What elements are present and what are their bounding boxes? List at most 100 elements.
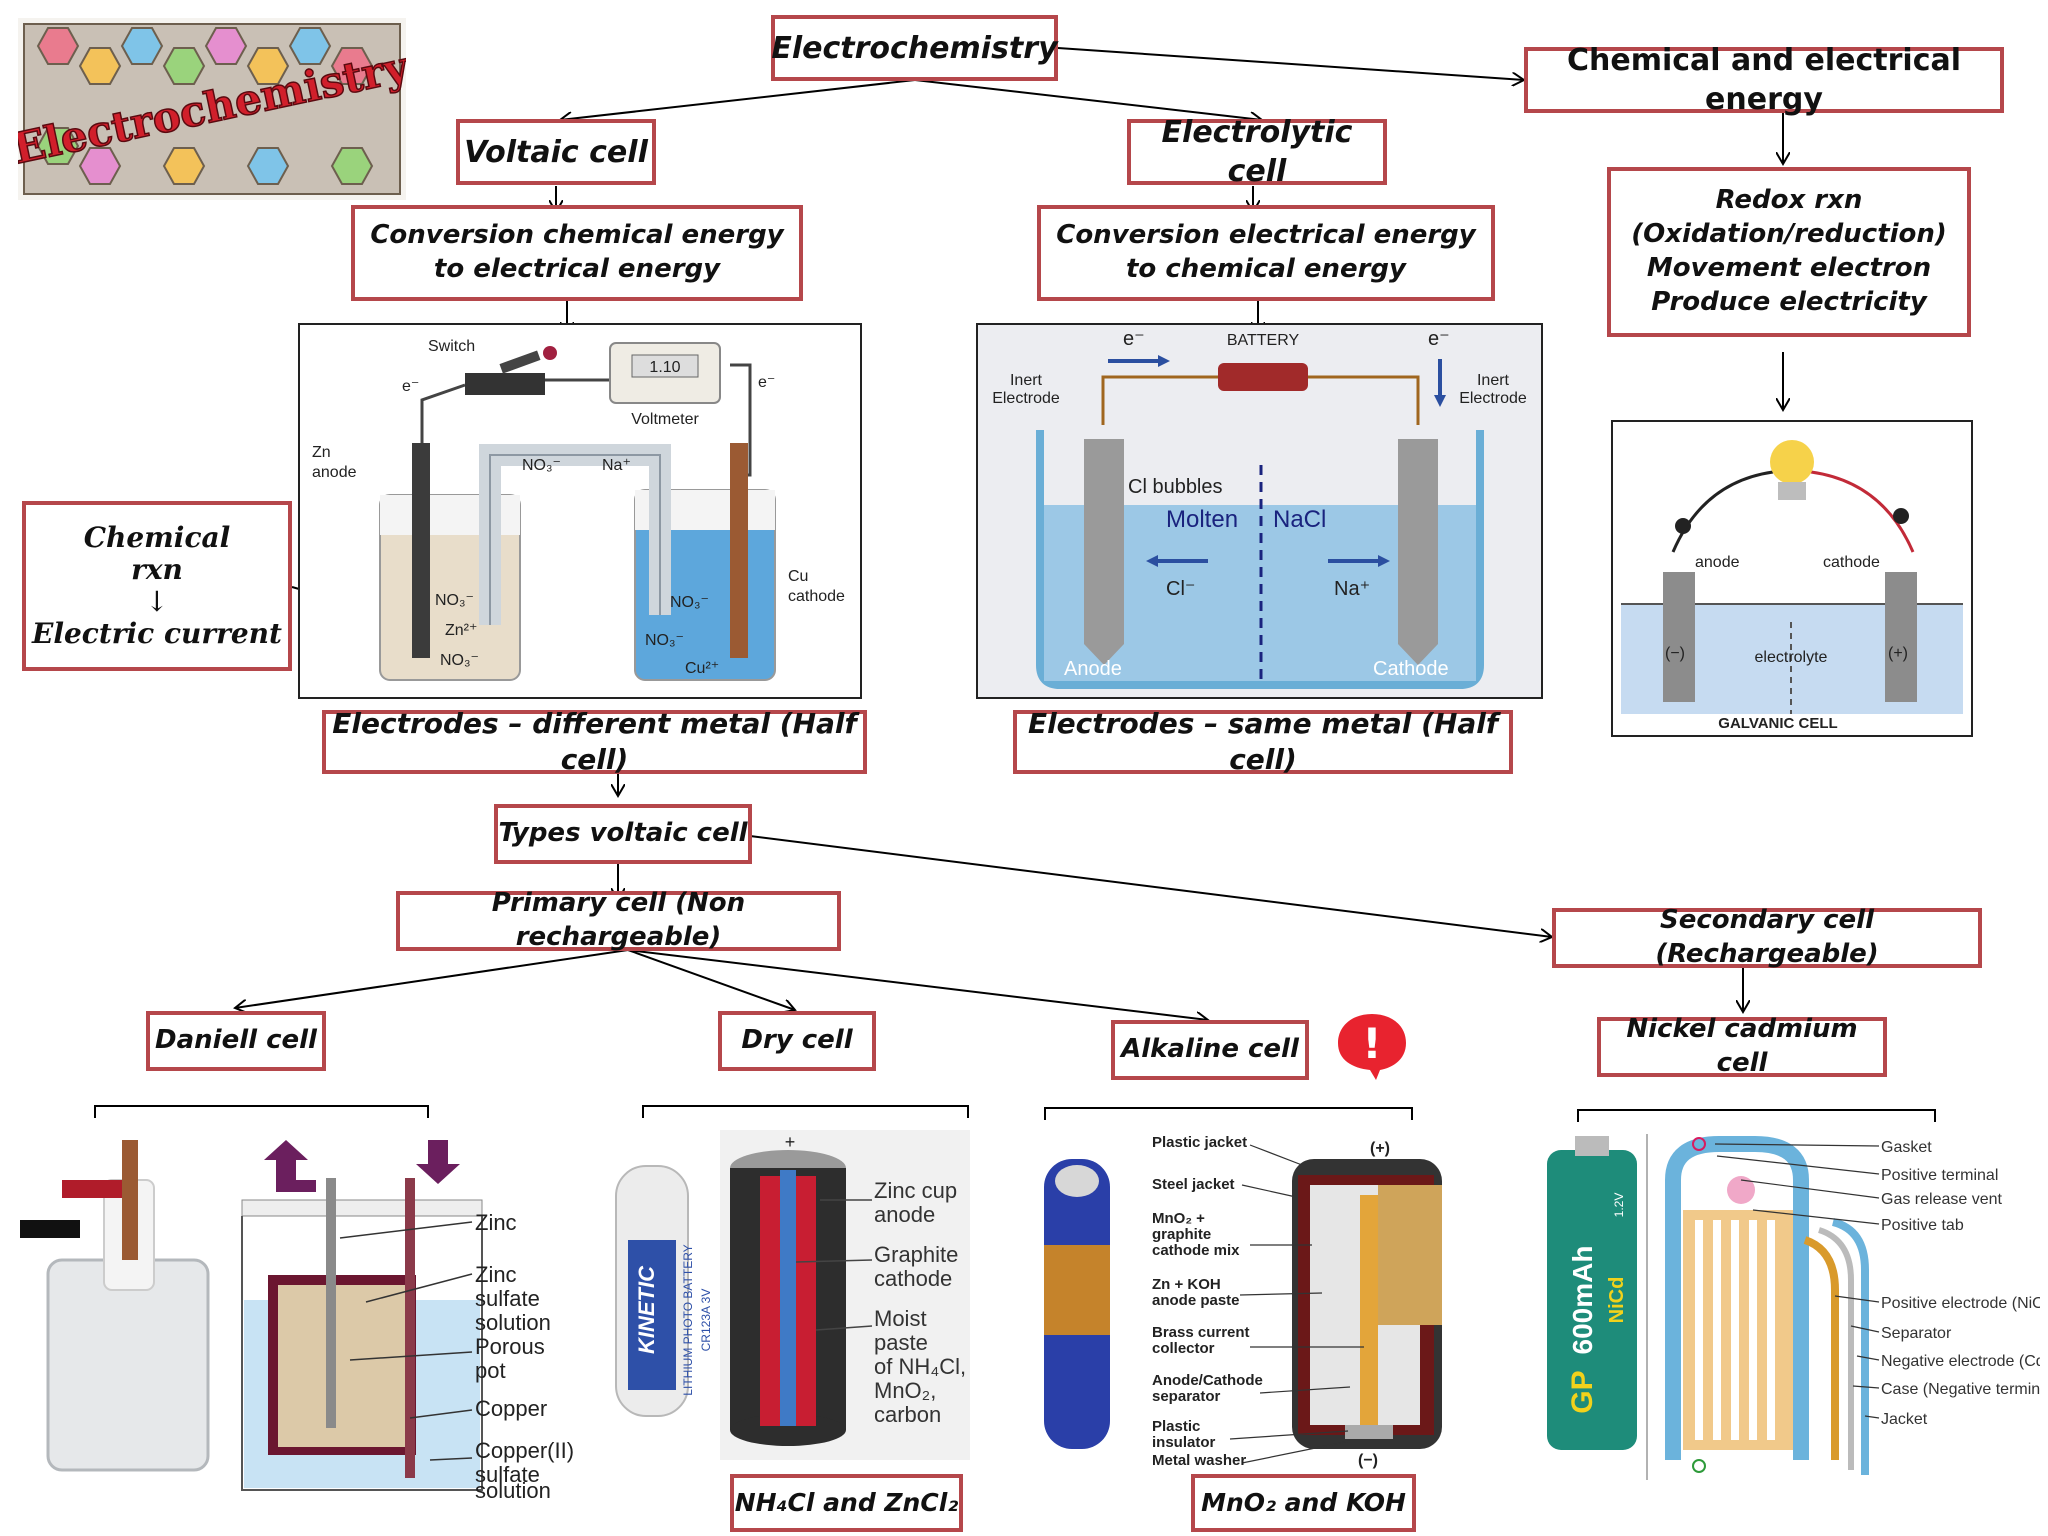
zn-anode-label: anode [312,464,357,481]
alkaline-label-2: Steel jacket [1152,1176,1235,1193]
redox-box: Redox rxn (Oxidation/reduction) Movement… [1607,167,1971,337]
dry-label-2: anode [874,1202,935,1227]
dry-label-1: Zinc cup [874,1178,957,1203]
inert-left-1: Inert [1010,372,1043,389]
arrow-title-to-voltaic [560,79,916,120]
title-text: Electrochemistry [771,30,1058,66]
voltaic-electrodes-text: Electrodes – different metal (Half cell) [332,706,857,776]
chemical-rxn-line3: Electric current [32,617,282,651]
inert-right-2: Electrode [1459,390,1527,407]
nicd-cell-title: Nickel cadmium cell [1626,1014,1858,1078]
alkaline-label-8: Brass current [1152,1324,1250,1341]
anode-label: Anode [1064,658,1122,680]
primary-cell-text: Primary cell (Non rechargeable) [491,888,746,952]
galvanic-pos: (+) [1888,645,1908,662]
nicd-label-6: Separator [1881,1325,1952,1342]
chemical-rxn-line1: Chemical [83,520,231,554]
daniell-label-3: sulfate [475,1286,540,1311]
bridge-no3: NO₃⁻ [522,457,561,474]
daniell-label-2: Zinc [475,1262,517,1287]
dry-footer-text: NH₄Cl and ZnCl₂ [734,1487,959,1517]
molten-label: Molten [1166,506,1238,533]
dry-label-4: cathode [874,1266,952,1291]
electron-left: e⁻ [402,378,419,395]
voltaic-electrodes-box: Electrodes – different metal (Half cell) [322,707,867,776]
nicd-label-3: Gas release vent [1881,1191,2003,1208]
dry-plus: + [785,1132,796,1152]
electrolytic-cell-box: Electrolytic cell [1127,115,1387,189]
cathode-label: Cathode [1373,658,1449,680]
electrolytic-conversion-text: Conversion electrical energy to chemical… [1056,220,1476,284]
dry-label-3: Graphite [874,1242,958,1267]
chemical-rxn-box: Chemical rxn ↓ Electric current [22,501,292,671]
electrochemistry-logo: Electrochemistry [18,18,406,200]
zn-label: Zn [312,444,331,461]
switch-icon [465,373,545,395]
arrow-primary-to-daniell [235,949,629,1008]
chemical-rxn-line2: rxn [131,552,183,586]
voltaic-conversion-box: Conversion chemical energy to electrical… [351,205,803,301]
nicd-label-5: Positive electrode (NiOOH) [1881,1295,2040,1312]
alkaline-label-7: anode paste [1152,1292,1240,1309]
right-no3-a: NO₃⁻ [670,594,709,611]
secondary-cell-box: Secondary cell (Rechargeable) [1552,905,1982,969]
bracket-daniell [94,1105,429,1118]
alkaline-plus: (+) [1370,1140,1390,1157]
dry-footer-box: NH₄Cl and ZnCl₂ [730,1474,963,1532]
alkaline-label-11: separator [1152,1388,1221,1405]
dry-label-7: of NH₄Cl, [874,1354,966,1379]
alkaline-label-13: insulator [1152,1434,1216,1451]
electron-right-label: e⁻ [1428,328,1450,350]
dry-cell-title: Dry cell [741,1025,853,1056]
daniell-illustration: Zinc Zinc sulfate solution Porous pot Co… [10,1140,590,1503]
dry-label-5: Moist [874,1306,927,1331]
dry-battery-sub: LITHIUM PHOTO BATTERY [681,1244,695,1395]
left-zn-ion: Zn²⁺ [445,622,477,639]
nicd-label-2: Positive terminal [1881,1167,1998,1184]
alkaline-label-9: collector [1152,1340,1215,1357]
galvanic-electrolyte: electrolyte [1755,649,1828,666]
daniell-label-7: Copper [475,1396,547,1421]
chemical-electrical-energy-box: Chemical and electrical energy [1524,43,2004,117]
dry-battery-brand: KINETIC [634,1265,659,1354]
nicd-cell-box: Nickel cadmium cell [1597,1014,1887,1078]
types-voltaic-text: Types voltaic cell [498,818,748,849]
battery-label: BATTERY [1227,332,1300,349]
left-no3-b: NO₃⁻ [440,652,479,669]
daniell-label-9: sulfate [475,1462,540,1487]
dry-cell-illustration: KINETIC LITHIUM PHOTO BATTERY CR123A 3V … [610,1130,980,1460]
electrolytic-electrodes-text: Electrodes – same metal (Half cell) [1027,706,1499,776]
electron-right: e⁻ [758,374,775,391]
periodic-table-hexagons: Electrochemistry [18,23,406,195]
galvanic-caption: GALVANIC CELL [1718,715,1837,732]
galvanic-anode: anode [1695,554,1740,571]
alkaline-cell-box: Alkaline cell [1111,1020,1309,1080]
dry-label-6: paste [874,1330,928,1355]
alert-mark: ! [1362,1019,1381,1068]
arrow-title-to-electrolytic [914,79,1262,120]
dry-cell-box: Dry cell [718,1011,876,1071]
alkaline-footer-box: MnO₂ and KOH [1191,1474,1416,1532]
galvanic-cell-diagram: anode cathode (−) (+) electrolyte GALVAN… [1611,420,1973,737]
electrolytic-cell-diagram: BATTERY e⁻ e⁻ Inert Electrode Inert Elec… [976,323,1543,699]
bridge-na: Na⁺ [602,457,631,474]
bracket-alkaline [1044,1107,1413,1120]
nacl-label: NaCl [1273,506,1326,533]
electron-left-label: e⁻ [1123,328,1145,350]
alkaline-label-3: MnO₂ + [1152,1210,1205,1227]
redox-text: Redox rxn (Oxidation/reduction) Movement… [1631,185,1947,317]
secondary-cell-text: Secondary cell (Rechargeable) [1655,905,1879,969]
chemical-rxn-arrow-icon: ↓ [145,585,169,618]
daniell-label-10: solution [475,1478,551,1500]
cu-cathode-label: cathode [788,588,845,605]
types-voltaic-box: Types voltaic cell [494,804,752,864]
light-bulb-icon [1770,440,1814,484]
daniell-label-4: solution [475,1310,551,1335]
nicd-label-8: Case (Negative terminal) [1881,1381,2040,1398]
bracket-nicd [1577,1109,1936,1122]
na-ion-label: Na⁺ [1334,578,1370,600]
right-cu-ion: Cu²⁺ [685,660,719,677]
electrolytic-electrodes-box: Electrodes – same metal (Half cell) [1013,707,1513,776]
daniell-label-8: Copper(II) [475,1438,574,1463]
